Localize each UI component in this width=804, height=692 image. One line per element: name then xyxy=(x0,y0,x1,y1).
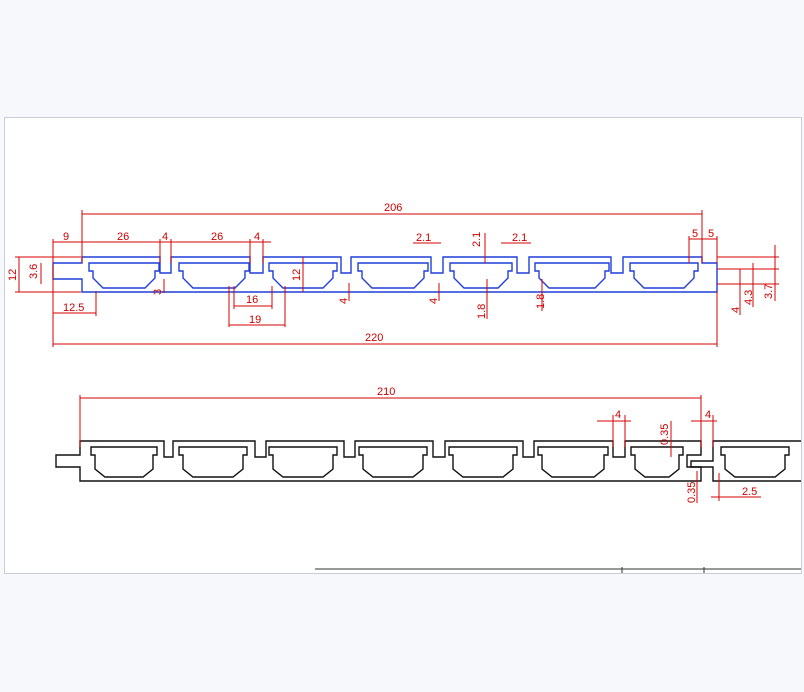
bottom-cavity-3 xyxy=(268,446,338,478)
dim-1.8-b: 1.8 xyxy=(535,294,547,309)
dim-4-g: 4 xyxy=(705,409,711,421)
dim-3: 3 xyxy=(152,289,164,295)
drawing-sheet: 206 9 26 4 26 4 2.1 2.1 2.1 5 5 12 3.6 xyxy=(4,117,802,574)
dim-210: 210 xyxy=(377,386,395,398)
bottom-cavity-6 xyxy=(537,446,609,478)
dim-0.35-b: 0.35 xyxy=(686,482,698,503)
bottom-cavity-7 xyxy=(630,446,684,478)
dim-5-b: 5 xyxy=(708,228,714,240)
top-profile-cavities xyxy=(88,262,699,289)
dim-1.8-a: 1.8 xyxy=(476,304,488,319)
dim-12.5: 12.5 xyxy=(63,302,84,314)
dim-2.1-a: 2.1 xyxy=(416,232,431,244)
dim-4-c: 4 xyxy=(338,298,350,304)
bottom-profile-outline xyxy=(55,440,702,482)
top-cavity-2 xyxy=(178,262,250,289)
dim-4-d: 4 xyxy=(428,298,440,304)
bottom-profile-cavities xyxy=(90,446,684,478)
title-block xyxy=(315,567,801,573)
dim-206: 206 xyxy=(384,202,402,214)
top-profile-outline xyxy=(52,256,718,293)
dim-2.5: 2.5 xyxy=(742,486,757,498)
top-profile xyxy=(52,256,718,293)
bottom-cavity-2 xyxy=(178,446,248,478)
dim-12-left: 12 xyxy=(7,269,19,281)
dim-4.3: 4.3 xyxy=(743,290,755,305)
bottom-profile xyxy=(55,440,801,482)
dim-4-e: 4 xyxy=(730,307,742,313)
top-cavity-7 xyxy=(629,262,699,289)
top-cavity-3 xyxy=(268,262,338,289)
dim-2.1-b: 2.1 xyxy=(471,232,483,247)
dim-16: 16 xyxy=(246,294,258,306)
dim-4-a: 4 xyxy=(162,231,168,243)
top-cavity-6 xyxy=(534,262,610,289)
dim-12-mid: 12 xyxy=(291,269,303,281)
dim-9: 9 xyxy=(63,231,69,243)
bottom-cavity-1 xyxy=(90,446,158,478)
dim-26-a: 26 xyxy=(117,231,129,243)
top-cavity-5 xyxy=(449,262,513,289)
cad-drawing: 206 9 26 4 26 4 2.1 2.1 2.1 5 5 12 3.6 xyxy=(7,202,801,573)
top-cavity-1 xyxy=(88,262,160,289)
top-dimensions: 206 9 26 4 26 4 2.1 2.1 2.1 5 5 12 3.6 xyxy=(7,202,779,347)
bottom-cavity-5 xyxy=(448,446,518,478)
dim-4-f: 4 xyxy=(615,409,621,421)
dim-3.6: 3.6 xyxy=(28,264,40,279)
bottom-adjacent-panel xyxy=(690,440,801,482)
top-cavity-4 xyxy=(357,262,429,289)
dim-220: 220 xyxy=(365,332,383,344)
dim-5-a: 5 xyxy=(692,228,698,240)
bottom-cavity-4 xyxy=(358,446,428,478)
dim-26-b: 26 xyxy=(211,231,223,243)
dim-3.7: 3.7 xyxy=(763,284,775,299)
dim-19: 19 xyxy=(249,314,261,326)
dim-2.1-c: 2.1 xyxy=(512,232,527,244)
bottom-dimensions: 210 4 4 0.35 0.35 2.5 xyxy=(79,386,761,503)
dim-4-b: 4 xyxy=(254,231,260,243)
dim-0.35-a: 0.35 xyxy=(659,424,671,445)
